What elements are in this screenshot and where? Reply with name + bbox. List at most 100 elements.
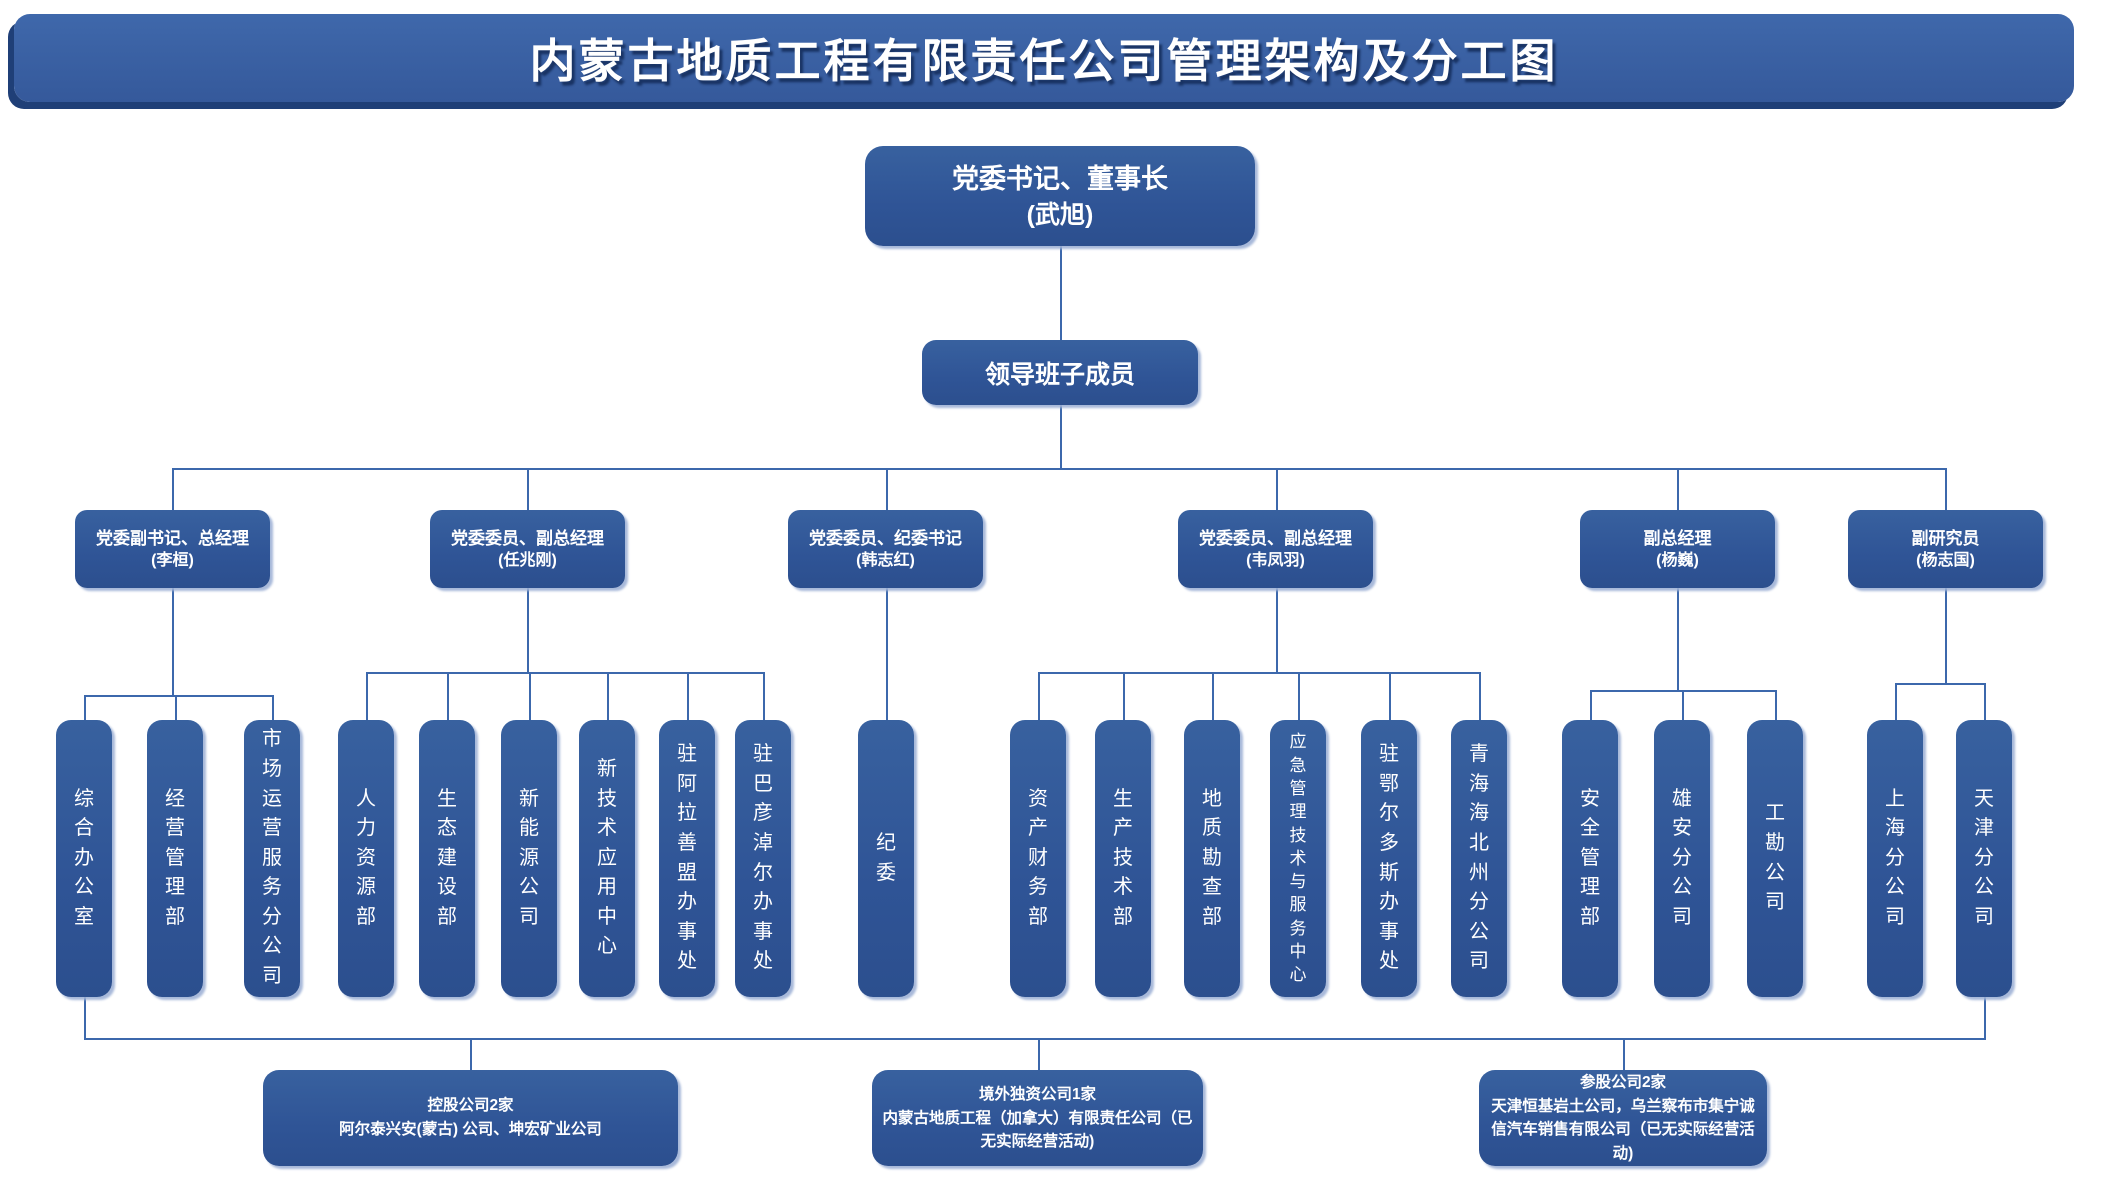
node-title: 党委委员、副总经理 [1199, 528, 1352, 548]
connector-line [84, 1038, 1986, 1040]
connector-line [1945, 468, 1947, 514]
dept-label: 人力资源部 [356, 787, 376, 928]
node-title: 党委书记、董事长 [952, 164, 1168, 195]
dept-label: 经营管理部 [165, 787, 185, 928]
connector-line [1677, 468, 1679, 514]
connector-line [1060, 405, 1062, 468]
dept-label: 综合办公室 [74, 787, 94, 928]
node-person: (李桓) [151, 552, 194, 570]
connector-line [1276, 468, 1278, 514]
node-exec-dgm: 副总经理 (杨巍) [1580, 510, 1775, 588]
connector-line [84, 695, 86, 720]
dept-label: 应急管理技术与服务中心 [1289, 732, 1307, 985]
connector-line [1479, 672, 1481, 720]
node-person: (武旭) [1026, 201, 1094, 230]
node-holding-companies: 控股公司2家 阿尔泰兴安(蒙古) 公司、坤宏矿业公司 [263, 1070, 678, 1166]
connector-line [886, 468, 888, 514]
dept-ecological-construction: 生态建设部 [419, 720, 475, 997]
node-detail: 内蒙古地质工程（加拿大）有限责任公司（已无实际经营活动) [882, 1109, 1193, 1150]
dept-bayannur-office: 驻巴彦淖尔办事处 [735, 720, 791, 997]
dept-label: 驻巴彦淖尔办事处 [753, 743, 773, 973]
node-exec-discipline-secretary: 党委委员、纪委书记 (韩志红) [788, 510, 983, 588]
node-title: 参股公司2家 [1579, 1074, 1667, 1092]
connector-line [272, 695, 274, 720]
dept-label: 生态建设部 [437, 787, 457, 928]
dept-label: 安全管理部 [1580, 787, 1600, 928]
dept-label: 纪委 [876, 831, 896, 884]
connector-line [886, 588, 888, 720]
dept-label: 地质勘查部 [1202, 787, 1222, 928]
dept-ordos-office: 驻鄂尔多斯办事处 [1361, 720, 1417, 997]
dept-shanghai-branch: 上海分公司 [1867, 720, 1923, 997]
node-title: 境外独资公司1家 [978, 1085, 1097, 1103]
connector-line [1123, 672, 1125, 720]
node-exec-committee-dgm-2: 党委委员、副总经理 (韦凤羽) [1178, 510, 1373, 588]
node-exec-associate-researcher: 副研究员 (杨志国) [1848, 510, 2043, 588]
chart-title: 内蒙古地质工程有限责任公司管理架构及分工图 [529, 35, 1559, 87]
connector-line [1060, 246, 1062, 340]
connector-line [175, 695, 177, 720]
dept-new-energy-company: 新能源公司 [501, 720, 557, 997]
dept-asset-finance: 资产财务部 [1010, 720, 1066, 997]
connector-line [1682, 690, 1684, 720]
dept-label: 上海分公司 [1885, 787, 1905, 928]
connector-line [1623, 1038, 1625, 1070]
connector-line [1212, 672, 1214, 720]
node-title: 领导班子成员 [984, 360, 1135, 389]
node-person: (韩志红) [856, 552, 915, 570]
node-overseas-company: 境外独资公司1家 内蒙古地质工程（加拿大）有限责任公司（已无实际经营活动) [872, 1070, 1203, 1166]
dept-label: 新技术应用中心 [597, 757, 617, 958]
connector-line [1298, 672, 1300, 720]
dept-safety-management: 安全管理部 [1562, 720, 1618, 997]
dept-label: 市场运营服务分公司 [262, 728, 282, 988]
connector-line [172, 468, 174, 514]
node-person: (韦凤羽) [1246, 552, 1305, 570]
dept-label: 工勘公司 [1765, 802, 1785, 914]
connector-line [1590, 690, 1777, 692]
dept-production-technology: 生产技术部 [1095, 720, 1151, 997]
connector-line [84, 997, 86, 1038]
node-detail: 天津恒基岩土公司，乌兰察布市集宁诚信汽车销售有限公司（已无实际经营活动) [1491, 1098, 1755, 1162]
connector-line [1775, 690, 1777, 720]
dept-alxa-league-office: 驻阿拉善盟办事处 [659, 720, 715, 997]
node-exec-committee-dgm-1: 党委委员、副总经理 (任兆刚) [430, 510, 625, 588]
connector-line [1038, 672, 1040, 720]
dept-discipline-committee: 纪委 [858, 720, 914, 997]
connector-line [1895, 683, 1986, 685]
dept-human-resources: 人力资源部 [338, 720, 394, 997]
dept-geological-survey: 地质勘查部 [1184, 720, 1240, 997]
connector-line [366, 672, 765, 674]
dept-xiongan-branch: 雄安分公司 [1654, 720, 1710, 997]
node-invested-companies: 参股公司2家 天津恒基岩土公司，乌兰察布市集宁诚信汽车销售有限公司（已无实际经营… [1479, 1070, 1767, 1166]
connector-line [527, 468, 529, 514]
dept-general-office: 综合办公室 [56, 720, 112, 997]
dept-label: 生产技术部 [1113, 787, 1133, 928]
node-title: 控股公司2家 [427, 1097, 514, 1115]
node-title: 党委委员、纪委书记 [809, 528, 962, 548]
node-exec-deputy-secretary-gm: 党委副书记、总经理 (李桓) [75, 510, 270, 588]
connector-line [607, 672, 609, 720]
dept-label: 驻鄂尔多斯办事处 [1379, 743, 1399, 973]
node-chairman: 党委书记、董事长 (武旭) [865, 146, 1255, 246]
connector-line [470, 1038, 472, 1070]
connector-line [1038, 1038, 1040, 1070]
dept-label: 天津分公司 [1974, 787, 1994, 928]
dept-label: 新能源公司 [519, 787, 539, 928]
node-title: 副研究员 [1911, 528, 1980, 548]
node-person: (杨志国) [1916, 552, 1975, 570]
dept-label: 资产财务部 [1028, 787, 1048, 928]
node-title: 党委委员、副总经理 [451, 528, 604, 548]
connector-line [687, 672, 689, 720]
connector-line [1984, 997, 1986, 1038]
connector-line [529, 672, 531, 720]
dept-market-operation-service-branch: 市场运营服务分公司 [244, 720, 300, 997]
chart-title-bar: 内蒙古地质工程有限责任公司管理架构及分工图 [14, 14, 2074, 102]
node-detail: 阿尔泰兴安(蒙古) 公司、坤宏矿业公司 [339, 1121, 602, 1139]
connector-line [1945, 588, 1947, 683]
connector-line [1590, 690, 1592, 720]
dept-qinghai-haibei-branch: 青海海北州分公司 [1451, 720, 1507, 997]
dept-label: 雄安分公司 [1672, 787, 1692, 928]
dept-label: 驻阿拉善盟办事处 [677, 743, 697, 973]
dept-engineering-survey-company: 工勘公司 [1747, 720, 1803, 997]
dept-label: 青海海北州分公司 [1469, 743, 1489, 973]
